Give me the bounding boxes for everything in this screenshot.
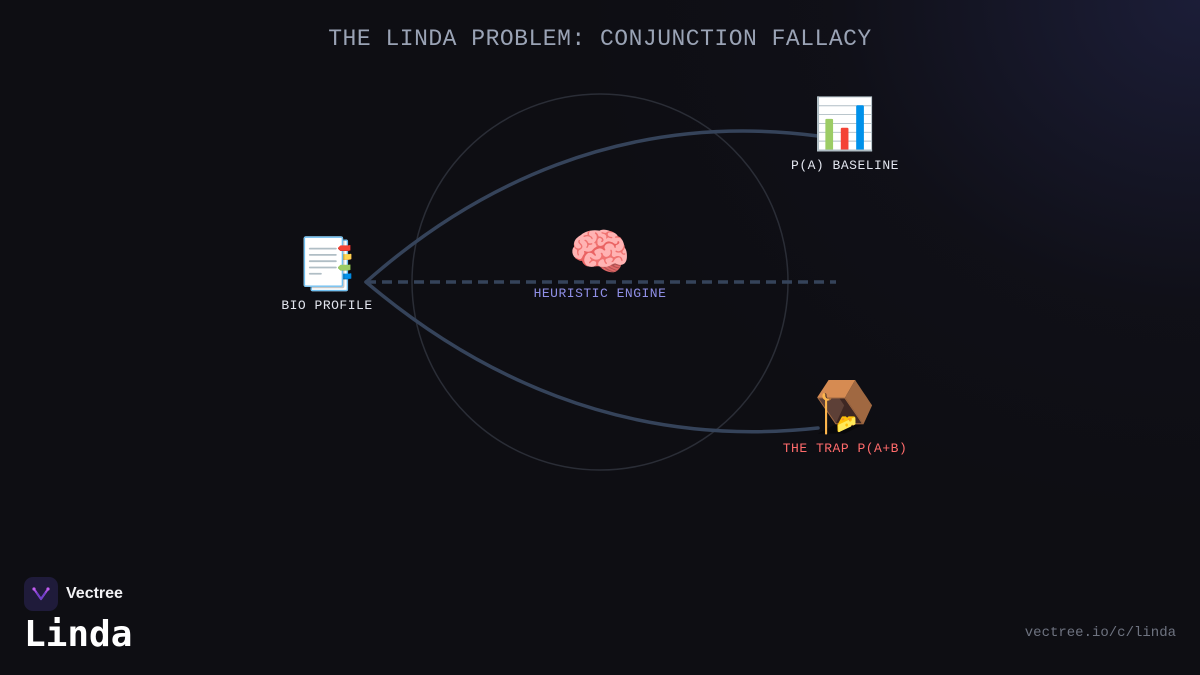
vectree-logo-icon [24,577,58,611]
node-trap: 🪤 THE TRAP P(A+B) [745,379,945,456]
brand-name: Vectree [66,585,123,602]
page-title: THE LINDA PROBLEM: CONJUNCTION FALLACY [328,26,872,52]
footer-url[interactable]: vectree.io/c/linda [1024,625,1176,641]
node-bio-profile: 📑 BIO PROFILE [227,236,427,313]
brand-title: Linda [24,614,133,655]
heuristic-engine-label: HEURISTIC ENGINE [533,286,667,301]
brain-icon: 🧠 [568,223,632,281]
mouse-trap-icon: 🪤 [813,378,877,436]
connector-bio-to-baseline [364,129,820,284]
bio-profile-icon: 📑 [295,235,359,293]
connector-bio-to-trap [364,280,820,434]
bio-profile-label: BIO PROFILE [281,298,373,313]
brand-row: Vectree [24,577,132,611]
trap-label: THE TRAP P(A+B) [782,441,908,456]
baseline-label: P(A) BASELINE [791,158,899,173]
node-heuristic-engine: 🧠 HEURISTIC ENGINE [500,224,700,301]
bar-chart-icon: 📊 [813,95,877,153]
brand-block: Vectree Linda [24,577,132,657]
node-baseline: 📊 P(A) BASELINE [745,96,945,173]
